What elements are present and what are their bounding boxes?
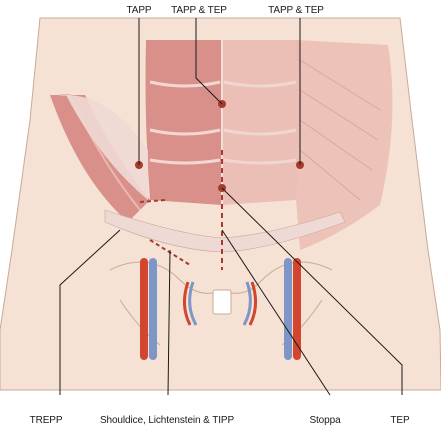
label-tapp: TAPP — [127, 5, 152, 16]
pubic-symphysis — [213, 290, 231, 314]
label-trepp: TREPP — [30, 415, 63, 426]
label-tapp-tep-right: TAPP & TEP — [268, 5, 324, 16]
label-shouldice: Shouldice, Lichtenstein & TIPP — [100, 415, 235, 426]
label-stoppa: Stoppa — [309, 415, 341, 426]
label-tapp-tep-left: TAPP & TEP — [171, 5, 227, 16]
label-tep: TEP — [390, 415, 410, 426]
